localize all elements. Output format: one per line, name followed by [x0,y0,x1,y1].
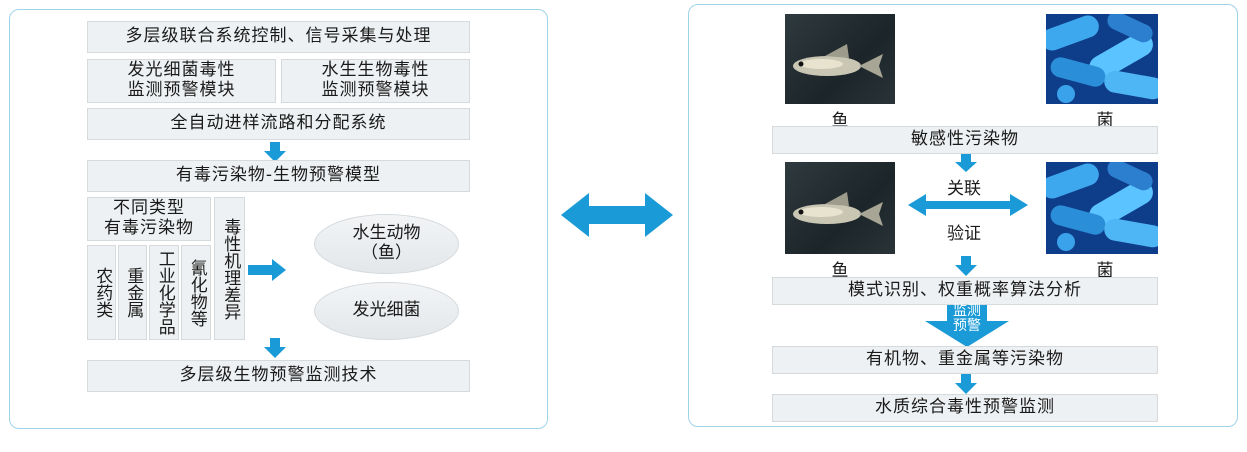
aquatic-animal-ellipse: 水生动物 （鱼） [314,214,459,274]
fish-image [785,14,895,104]
monitor-warning-label: 监测 预警 [953,303,981,334]
toxicity-mechanism-box: 毒性机理差异 [214,197,245,340]
verify-label: 验证 [947,224,981,244]
water-quality-box: 水质综合毒性预警监测 [772,394,1158,422]
fish-image [785,162,895,254]
heavy-metal-box: 重金属 [118,245,147,340]
aquatic-module-box: 水生生物毒性 监测预警模块 [281,59,470,103]
cyanide-box: 氰化物等 [181,245,211,340]
pattern-recognition-box: 模式识别、权重概率算法分析 [772,277,1158,305]
warning-model-box: 有毒污染物-生物预警模型 [87,160,470,192]
bacteria-image [1046,14,1158,104]
arrow-down-icon [264,338,286,358]
arrow-down-icon [955,374,977,394]
arrow-down-icon [955,256,977,276]
arrow-right-icon [248,259,286,281]
sampling-system-box: 全自动进样流路和分配系统 [87,108,470,140]
pesticide-box: 农药类 [87,245,116,340]
sensitive-pollutants-box: 敏感性污染物 [772,126,1158,154]
bacteria-image [1046,162,1158,254]
double-arrow-icon [908,194,1028,216]
system-control-box: 多层级联合系统控制、信号采集与处理 [87,21,470,53]
monitor-warning-arrow-icon [925,305,1009,347]
pollutants-box: 有机物、重金属等污染物 [772,346,1158,374]
correlate-label: 关联 [947,179,981,199]
industrial-chemical-box: 工业化学品 [149,245,179,340]
fish-caption: 鱼 [831,261,849,281]
double-arrow-icon [561,193,673,237]
pollutant-types-box: 不同类型 有毒污染物 [87,197,211,241]
bacteria-module-box: 发光细菌毒性 监测预警模块 [87,59,276,103]
bacteria-caption: 菌 [1096,261,1114,281]
luminous-bacteria-ellipse: 发光细菌 [314,282,459,340]
arrow-down-icon [264,142,286,162]
arrow-down-icon [955,154,977,172]
multilevel-technique-box: 多层级生物预警监测技术 [87,360,470,392]
